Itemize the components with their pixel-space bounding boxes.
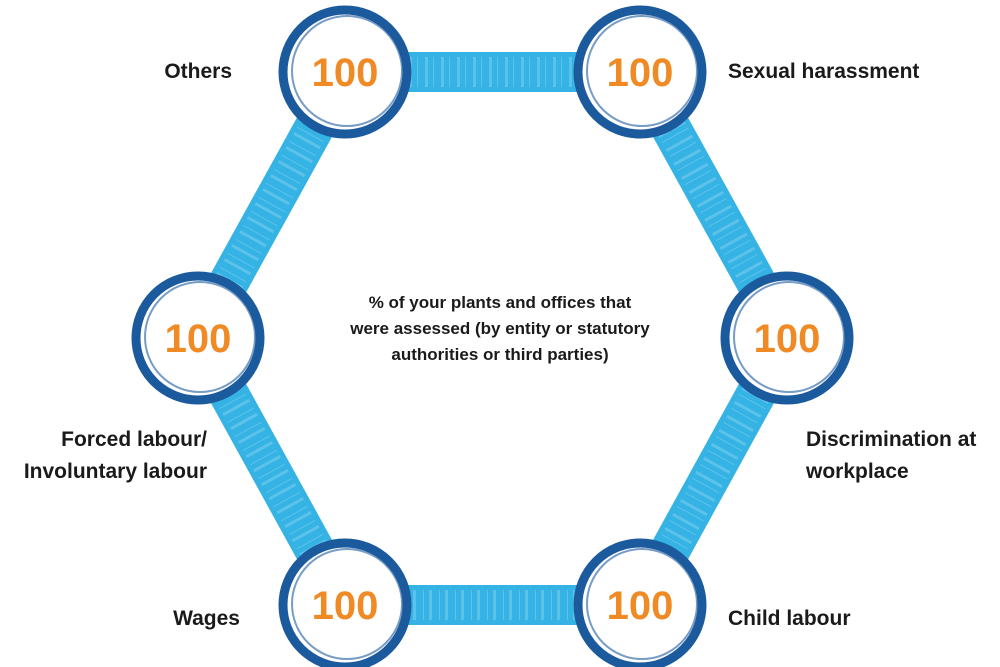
node-sexual-harassment: 100	[573, 5, 707, 139]
label-wages-line-1: Wages	[173, 607, 240, 630]
node-value-forced-labour: 100	[165, 317, 232, 361]
node-others: 100	[278, 5, 412, 139]
label-forced-labour-line-2: Involuntary labour	[23, 460, 207, 483]
node-wages: 100	[278, 538, 412, 667]
label-forced-labour: Forced labour/ Involuntary labour	[24, 424, 207, 488]
label-others: Others	[164, 56, 232, 88]
node-value-sexual-harassment: 100	[607, 51, 674, 95]
node-value-discrimination: 100	[754, 317, 821, 361]
hexagon-nodes: 100 100 100 100 100 100	[131, 5, 854, 667]
node-ring-child-labour	[573, 538, 707, 667]
node-ring-sexual-harassment	[573, 5, 707, 139]
node-ring-inner-others	[291, 15, 403, 127]
node-value-wages: 100	[312, 584, 379, 628]
label-child-labour: Child labour	[728, 603, 851, 635]
center-text-line-3: authorities or third parties)	[391, 345, 609, 364]
center-text-line-1: % of your plants and offices that	[368, 293, 632, 312]
label-sexual-harassment-line-1: Sexual harassment	[728, 60, 920, 83]
node-ring-inner-forced-labour	[144, 281, 256, 393]
node-ring-discrimination	[720, 271, 854, 405]
node-ring-inner-discrimination	[733, 281, 845, 393]
label-child-labour-line-1: Child labour	[728, 607, 851, 630]
center-description: % of your plants and offices that were a…	[320, 290, 680, 368]
label-discrimination-line-1: Discrimination at	[806, 428, 977, 451]
label-forced-labour-line-1: Forced labour/	[61, 428, 207, 451]
node-ring-inner-child-labour	[586, 548, 698, 660]
node-child-labour: 100	[573, 538, 707, 667]
node-ring-inner-sexual-harassment	[586, 15, 698, 127]
label-discrimination: Discrimination at workplace	[806, 424, 976, 488]
node-discrimination: 100	[720, 271, 854, 405]
center-text-line-2: were assessed (by entity or statutory	[350, 319, 650, 338]
label-discrimination-line-2: workplace	[806, 460, 909, 483]
node-value-others: 100	[312, 51, 379, 95]
node-ring-inner-wages	[291, 548, 403, 660]
node-ring-forced-labour	[131, 271, 265, 405]
node-value-child-labour: 100	[607, 584, 674, 628]
label-sexual-harassment: Sexual harassment	[728, 56, 919, 88]
node-ring-wages	[278, 538, 412, 667]
node-ring-others	[278, 5, 412, 139]
label-wages: Wages	[173, 603, 240, 635]
label-others-line-1: Others	[164, 60, 232, 83]
node-forced-labour: 100	[131, 271, 265, 405]
